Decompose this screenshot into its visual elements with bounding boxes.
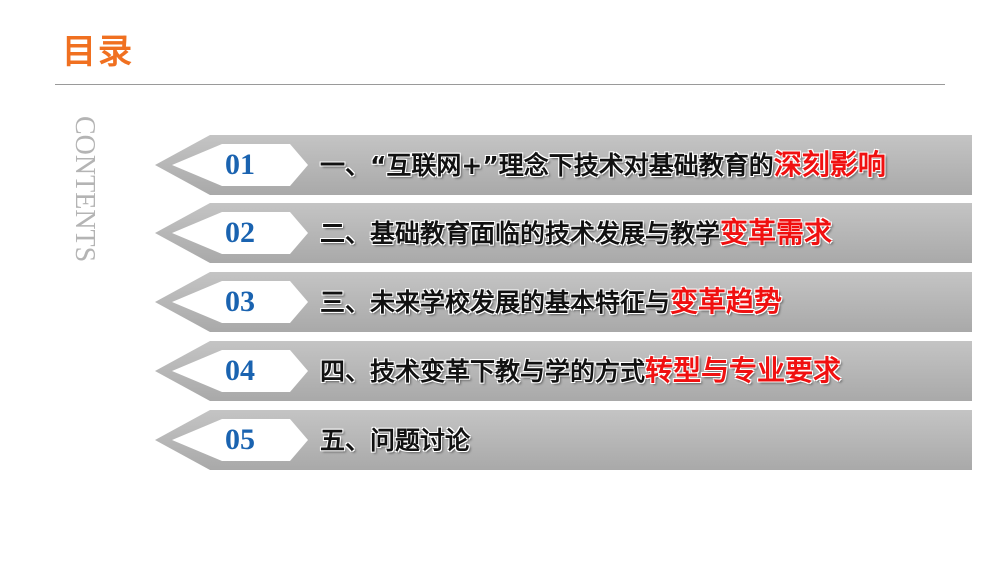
item-number: 05 <box>225 423 255 456</box>
item-text: 三、未来学校发展的基本特征与 <box>320 288 671 317</box>
arrow-banner-shape <box>155 410 972 470</box>
item-label: 二、基础教育面临的技术发展与教学变革需求 <box>320 202 832 264</box>
item-number: 04 <box>225 354 255 387</box>
item-label: 一、“互联网+”理念下技术对基础教育的深刻影响 <box>320 134 886 196</box>
arrow-banner-shape <box>155 135 972 195</box>
title-divider <box>55 84 945 85</box>
toc-item-03[interactable]: 03 三、未来学校发展的基本特征与变革趋势 <box>150 271 975 333</box>
toc-item-04[interactable]: 04 四、技术变革下教与学的方式转型与专业要求 <box>150 340 975 402</box>
item-highlight: 转型与专业要求 <box>645 354 842 387</box>
item-label: 五、问题讨论 <box>320 409 470 471</box>
item-label: 四、技术变革下教与学的方式转型与专业要求 <box>320 340 841 402</box>
contents-side-label: CONTENTS <box>69 116 100 263</box>
arrow-banner-shape <box>155 341 972 401</box>
item-highlight: 变革需求 <box>720 216 833 249</box>
item-number: 01 <box>225 148 255 181</box>
arrow-banner-shape <box>155 272 972 332</box>
item-text: 四、技术变革下教与学的方式 <box>320 357 646 386</box>
item-text: 一、“互联网+”理念下技术对基础教育的 <box>320 151 774 180</box>
item-text: 五、问题讨论 <box>320 426 471 455</box>
item-text: 二、基础教育面临的技术发展与教学 <box>320 219 721 248</box>
toc-item-02[interactable]: 02 二、基础教育面临的技术发展与教学变革需求 <box>150 202 975 264</box>
page-title: 目录 <box>62 32 134 72</box>
item-number: 02 <box>225 216 255 249</box>
toc-item-05[interactable]: 05 五、问题讨论 <box>150 409 975 471</box>
item-highlight: 变革趋势 <box>670 285 783 318</box>
arrow-banner-shape <box>155 203 972 263</box>
toc-item-01[interactable]: 01 一、“互联网+”理念下技术对基础教育的深刻影响 <box>150 134 975 196</box>
item-highlight: 深刻影响 <box>773 148 886 181</box>
item-number: 03 <box>225 285 255 318</box>
item-label: 三、未来学校发展的基本特征与变革趋势 <box>320 271 782 333</box>
